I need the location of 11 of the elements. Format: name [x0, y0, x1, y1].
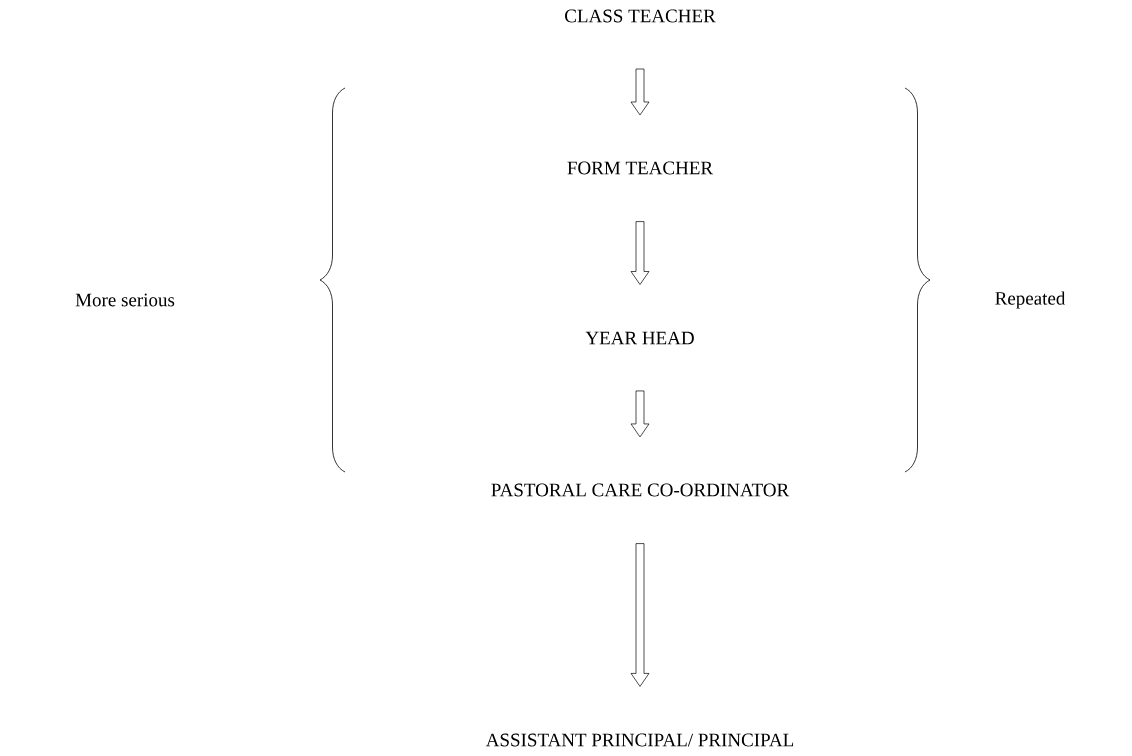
- hollow-arrow: [630, 68, 650, 116]
- step-label: CLASS TEACHER: [565, 9, 716, 23]
- step-label: YEAR HEAD: [585, 331, 694, 345]
- step-label: ASSISTANT PRINCIPAL/ PRINCIPAL: [485, 733, 794, 747]
- step-label: FORM TEACHER: [567, 161, 714, 175]
- hollow-arrow: [630, 221, 650, 285]
- hollow-arrow: [630, 543, 650, 687]
- hollow-arrow: [630, 390, 650, 438]
- step-label: PASTORAL CARE CO-ORDINATOR: [491, 483, 790, 497]
- side-label: Repeated: [995, 291, 1066, 309]
- side-label: More serious: [75, 293, 175, 307]
